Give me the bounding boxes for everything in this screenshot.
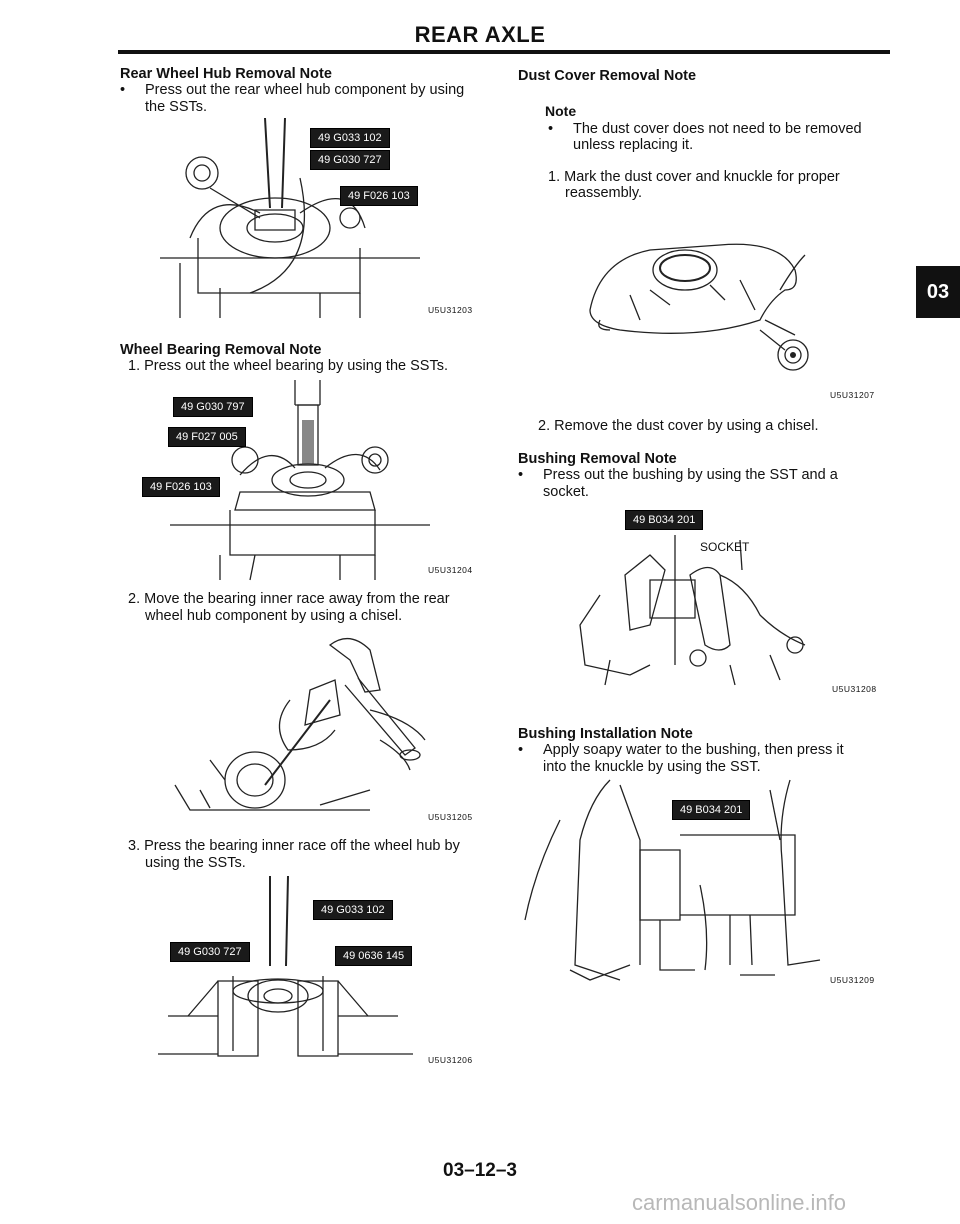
page-number: 03–12–3 [443, 1160, 517, 1181]
bearing-step1: 1. Press out the wheel bearing by using … [128, 358, 448, 374]
figure-caption: U5U31208 [832, 684, 877, 694]
dust-cover-illustration [580, 230, 830, 380]
bush-remove-line2: socket. [543, 484, 589, 500]
note-line2: unless replacing it. [573, 137, 694, 153]
bushing-install-illustration [520, 780, 820, 990]
hub-bullet-line2: the SSTs. [145, 99, 208, 115]
dust-step2: 2. Remove the dust cover by using a chis… [538, 418, 819, 434]
figure-caption: U5U31205 [428, 812, 473, 822]
bushing-removal-illustration [570, 515, 830, 690]
dust-step1-line1: 1. Mark the dust cover and knuckle for p… [548, 169, 840, 185]
dust-cover-heading: Dust Cover Removal Note [518, 68, 697, 84]
bullet-icon: • [518, 742, 524, 758]
race-press-illustration [158, 876, 428, 1076]
sst-tag: 49 0636 145 [335, 946, 413, 966]
watermark: carmanualsonline.info [632, 1190, 847, 1215]
bullet-icon: • [120, 82, 126, 98]
sst-tag: 49 F027 005 [168, 427, 246, 447]
bush-install-line1: Apply soapy water to the bushing, then p… [543, 742, 844, 758]
sst-tag: 49 F026 103 [142, 477, 220, 497]
bearing-step2-line1: 2. Move the bearing inner race away from… [128, 591, 450, 607]
bearing-press-illustration [160, 380, 430, 580]
sst-tag: 49 G030 727 [170, 942, 250, 962]
bearing-step3-line2: using the SSTs. [145, 855, 246, 871]
bearing-step2-line2: wheel hub component by using a chisel. [145, 608, 403, 624]
hub-removal-heading: Rear Wheel Hub Removal Note [120, 66, 332, 82]
sst-tag: 49 G033 102 [313, 900, 393, 920]
bushing-install-heading: Bushing Installation Note [518, 726, 693, 742]
figure-caption: U5U31203 [428, 305, 473, 315]
bush-install-line2: into the knuckle by using the SST. [543, 759, 761, 775]
bullet-icon: • [548, 121, 554, 137]
hub-press-illustration [150, 118, 430, 318]
sst-tag: 49 F026 103 [340, 186, 418, 206]
sst-tag: 49 G030 797 [173, 397, 253, 417]
note-line1: The dust cover does not need to be remov… [573, 121, 862, 137]
bearing-step3-line1: 3. Press the bearing inner race off the … [128, 838, 460, 854]
bullet-icon: • [518, 467, 524, 483]
note-label: Note [545, 103, 577, 119]
dust-step1-line2: reassembly. [565, 185, 643, 201]
sst-tag: 49 B034 201 [625, 510, 704, 530]
page-title: REAR AXLE [414, 22, 546, 47]
bush-remove-line1: Press out the bushing by using the SST a… [543, 467, 838, 483]
sst-tag: 49 B034 201 [672, 800, 751, 820]
sst-tag: 49 G030 727 [310, 150, 390, 170]
socket-label: SOCKET [700, 540, 750, 554]
figure-caption: U5U31206 [428, 1055, 473, 1065]
bushing-removal-heading: Bushing Removal Note [518, 451, 677, 467]
section-tab: 03 [916, 266, 960, 318]
hub-bullet-line1: Press out the rear wheel hub component b… [145, 82, 465, 98]
sst-tag: 49 G033 102 [310, 128, 390, 148]
bearing-removal-heading: Wheel Bearing Removal Note [120, 342, 322, 358]
figure-caption: U5U31209 [830, 975, 875, 985]
figure-caption: U5U31204 [428, 565, 473, 575]
header-rule [118, 50, 890, 54]
chisel-illustration [170, 630, 440, 830]
figure-caption: U5U31207 [830, 390, 875, 400]
